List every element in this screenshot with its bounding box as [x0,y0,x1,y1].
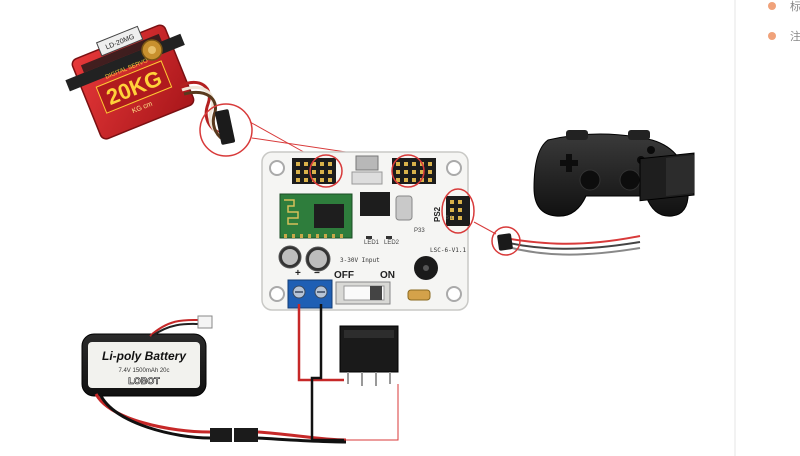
switch-on-label: ON [380,270,395,281]
annotation-circle [441,188,475,234]
balance-connector [197,315,213,329]
p33-label: P33 [414,228,425,234]
annotation-circle [309,154,343,188]
battery-title: Li-poly Battery [102,349,187,363]
controller-board: PS2 LED2 LED1 P33 3-30V Input LSC-6-V1.1… [261,151,470,311]
usb-port [355,155,379,171]
annotation-circle [199,103,253,157]
switch-off-label: OFF [334,270,354,281]
power-switch [335,281,391,305]
annotation-circle [391,154,425,188]
side-item-1: 标 [790,0,800,13]
bluetooth-module [279,193,353,239]
left-stick [579,169,601,191]
pins-label: 5 1 [446,215,453,221]
servo-header-left [292,158,336,184]
annotation-circle [491,226,521,256]
terminal-minus-label: − [314,268,320,279]
mount-hole [269,160,285,176]
battery-spec: 7.4V 1500mAh 20c [118,368,169,374]
dpad-icon [560,154,578,172]
bullet-icon [768,2,776,10]
led2-label: LED2 [384,240,400,246]
side-item-2: 注 [790,29,800,43]
ps2-label: PS2 [433,206,442,222]
servo-connector [214,109,236,145]
lipo-battery: Li-poly Battery 7.4V 1500mAh 20c LOBOT [81,315,347,444]
ps2-header: PS2 [433,196,470,226]
mcu-chip [360,192,390,216]
mount-hole [446,160,462,176]
mount-hole [269,286,285,302]
annotation-line [473,221,497,235]
servo-motor: 20KG KG cm DIGITAL SERVO LD-20MG [65,24,236,145]
terminal-plus-label: + [295,268,301,279]
battery-plug [210,428,232,442]
bullet-icon [768,32,776,40]
mount-hole [446,286,462,302]
side-panel: 标 注 [734,0,800,456]
power-wires [297,304,344,442]
right-stick [619,169,641,191]
battery-brand: LOBOT [128,376,160,386]
model-label: LSC-6-V1.1 [430,247,467,254]
reset-button [407,289,431,301]
voltage-label: 3-30V Input [340,257,380,264]
power-terminal [287,279,333,309]
servo-header-right [392,158,436,184]
crystal [395,195,413,221]
board-plug [234,428,258,442]
annotation-line [346,384,399,441]
led1-label: LED1 [364,240,380,246]
ps2-receiver [497,152,695,256]
bridge-rectifier [339,325,399,386]
